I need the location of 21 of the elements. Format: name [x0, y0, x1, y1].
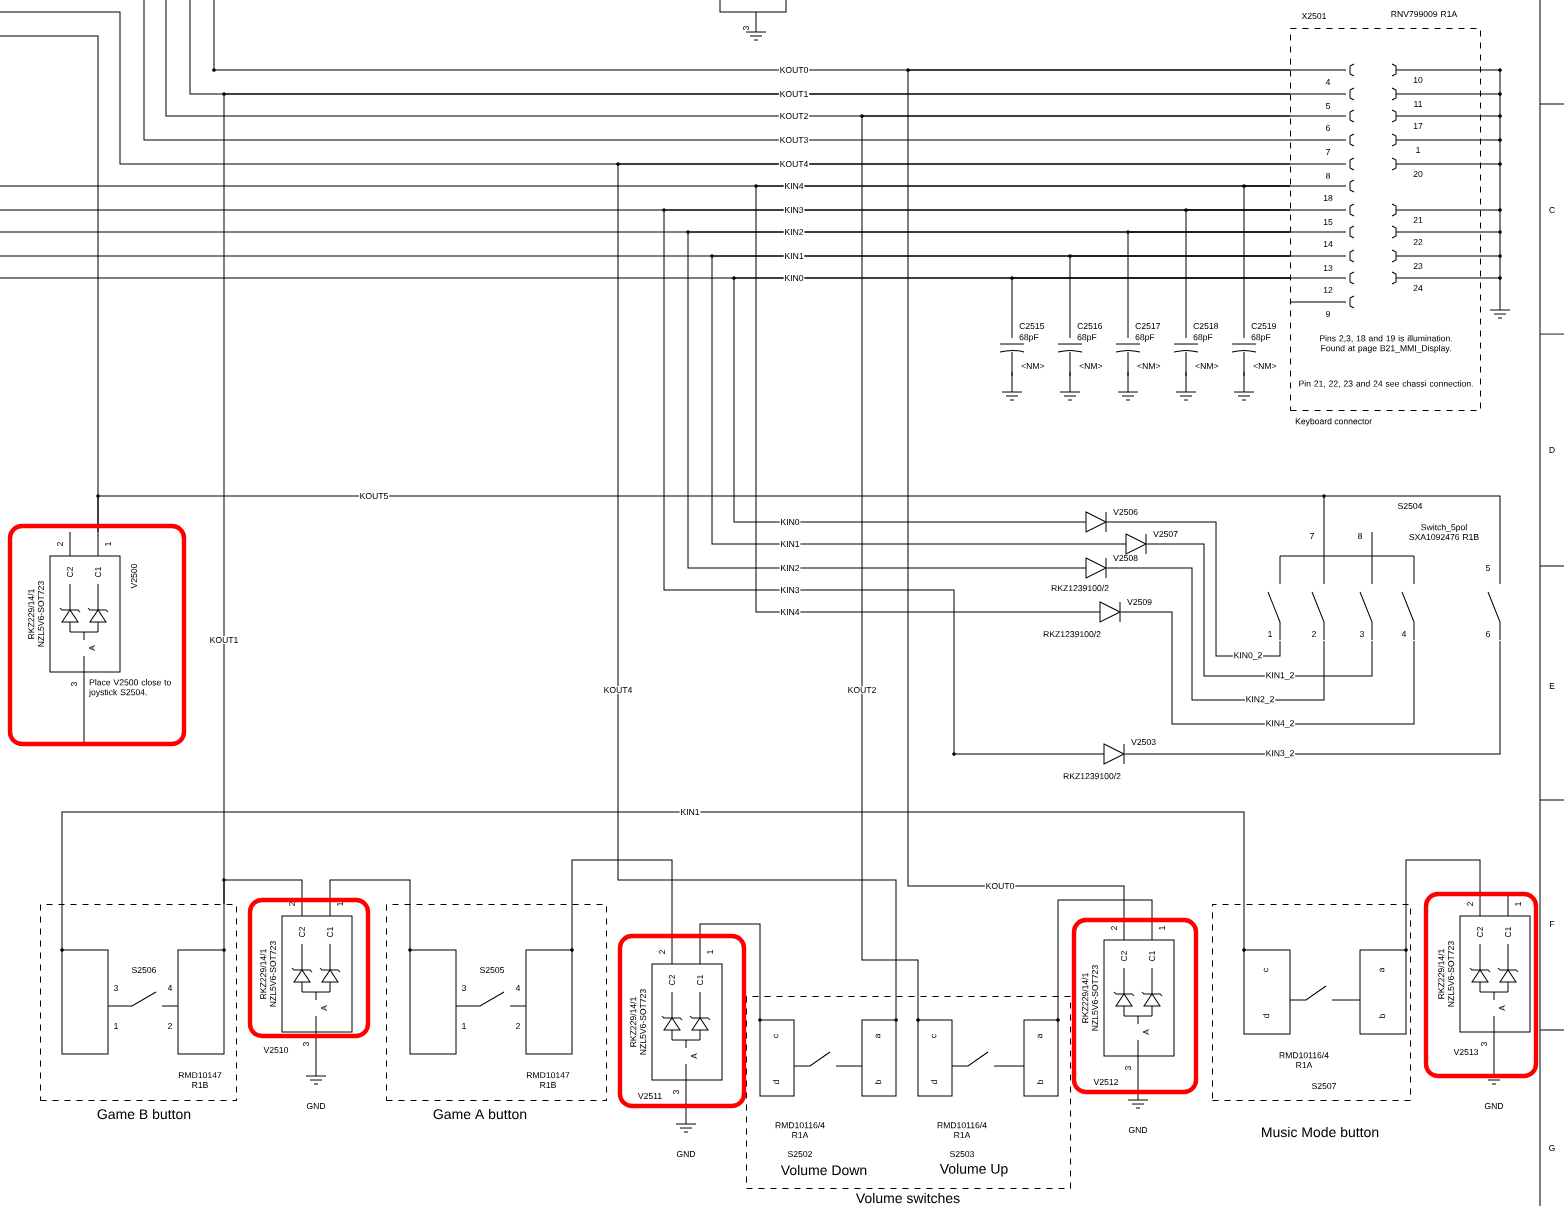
wire — [1124, 640, 1501, 755]
wire — [143, 0, 1291, 141]
wire — [687, 231, 1291, 569]
wire — [97, 495, 1325, 541]
wire — [1106, 567, 1325, 701]
wire — [711, 255, 1291, 545]
wire — [1146, 543, 1373, 677]
wire — [733, 277, 1291, 523]
wire — [61, 811, 1245, 905]
wire — [1405, 859, 1481, 905]
wire — [907, 69, 1291, 917]
wire — [571, 859, 673, 941]
wire — [663, 209, 1291, 755]
wire — [699, 923, 761, 1011]
wire — [617, 163, 1291, 1011]
wire — [1120, 611, 1415, 725]
wire — [223, 879, 303, 905]
wire — [1106, 521, 1281, 657]
wire — [755, 185, 1291, 613]
wire — [329, 879, 411, 905]
wire — [861, 115, 1291, 1011]
